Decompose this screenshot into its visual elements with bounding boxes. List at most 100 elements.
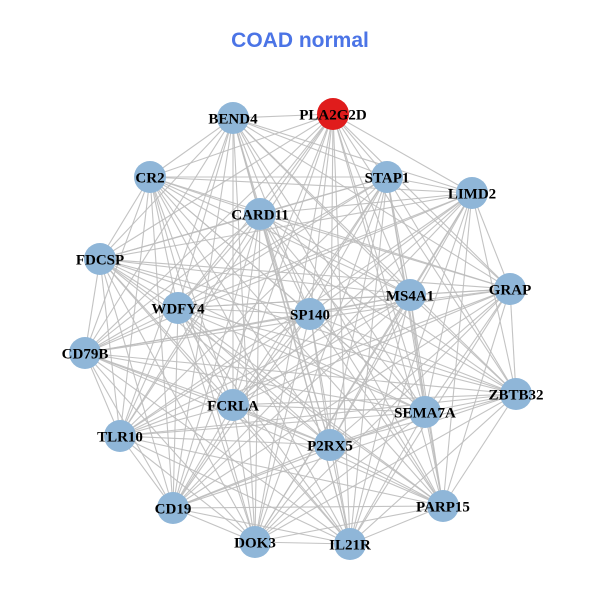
edge-MS4A1-FCRLA [232,294,411,406]
edge-LIMD2-WDFY4 [177,192,473,309]
edge-FCRLA-P2RX5 [232,404,331,446]
edge-MS4A1-ZBTB32 [409,294,517,395]
edge-CR2-DOK3 [149,176,256,543]
edge-BEND4-STAP1 [232,117,388,178]
edge-CR2-WDFY4 [149,176,179,309]
node-label-LIMD2: LIMD2 [448,186,496,202]
node-label-ZBTB32: ZBTB32 [488,387,543,403]
edge-CR2-MS4A1 [149,176,411,296]
edge-PLA2G2D-LIMD2 [332,113,473,194]
edge-CR2-TLR10 [119,176,151,437]
node-label-IL21R: IL21R [329,537,371,553]
node-circle-LIMD2 [456,177,488,209]
edge-LIMD2-SEMA7A [424,192,473,413]
edge-WDFY4-DOK3 [177,307,256,543]
node-label-WDFY4: WDFY4 [151,301,205,317]
edge-STAP1-GRAP [386,176,511,290]
node-label-FDCSP: FDCSP [76,252,124,268]
edge-FCRLA-DOK3 [232,404,256,543]
edge-CR2-CD19 [149,176,174,509]
edge-CR2-ZBTB32 [149,176,517,395]
edge-P2RX5-DOK3 [254,444,331,543]
edge-STAP1-WDFY4 [177,176,388,309]
edge-ZBTB32-TLR10 [119,393,517,437]
edge-FDCSP-SEMA7A [99,258,426,413]
edge-LIMD2-PARP15 [442,192,473,507]
node-label-CARD11: CARD11 [231,207,289,223]
node-circle-BEND4 [217,102,249,134]
edge-LIMD2-CD19 [172,192,473,509]
node-label-MS4A1: MS4A1 [386,288,434,304]
edge-MS4A1-IL21R [349,294,411,545]
edge-CARD11-FCRLA [232,213,261,406]
node-circle-TLR10 [104,420,136,452]
edge-LIMD2-GRAP [471,192,511,290]
edge-BEND4-FDCSP [99,117,234,260]
edge-CD79B-FCRLA [84,352,234,406]
edge-GRAP-CD19 [172,288,511,509]
node-circle-FCRLA [217,389,249,421]
node-circle-DOK3 [239,526,271,558]
edge-FDCSP-DOK3 [99,258,256,543]
edge-SEMA7A-TLR10 [119,411,426,437]
nodes-layer [69,98,532,560]
edge-FDCSP-CD19 [99,258,174,509]
edge-CD79B-SEMA7A [84,352,426,413]
edge-CARD11-CD79B [84,213,261,354]
edge-PLA2G2D-P2RX5 [329,113,334,446]
node-circle-GRAP [494,273,526,305]
node-label-DOK3: DOK3 [234,535,276,551]
node-label-SEMA7A: SEMA7A [394,405,456,421]
edge-LIMD2-IL21R [349,192,473,545]
edge-BEND4-TLR10 [119,117,234,437]
node-label-STAP1: STAP1 [365,170,410,186]
edge-MS4A1-P2RX5 [329,294,411,446]
edge-CARD11-FDCSP [99,213,261,260]
edge-TLR10-IL21R [119,435,351,545]
edge-LIMD2-FDCSP [99,192,473,260]
edge-CD79B-P2RX5 [84,352,331,446]
node-label-GRAP: GRAP [489,282,532,298]
edge-CR2-LIMD2 [149,176,473,194]
edge-FDCSP-FCRLA [99,258,234,406]
edge-FCRLA-CD19 [172,404,234,509]
node-circle-SEMA7A [409,396,441,428]
edge-CARD11-SP140 [259,213,311,315]
edge-STAP1-FCRLA [232,176,388,406]
edge-FDCSP-GRAP [99,258,511,290]
edge-PLA2G2D-TLR10 [119,113,334,437]
edge-TLR10-PARP15 [119,435,444,507]
edge-FCRLA-TLR10 [119,404,234,437]
edge-WDFY4-PARP15 [177,307,444,507]
edge-P2RX5-PARP15 [329,444,444,507]
edge-FCRLA-SEMA7A [232,404,426,413]
edge-GRAP-PARP15 [442,288,511,507]
edge-PLA2G2D-CARD11 [259,113,334,215]
edge-LIMD2-FCRLA [232,192,473,406]
edge-CD79B-ZBTB32 [84,352,517,395]
edge-IL21R-PARP15 [349,505,444,545]
edge-CARD11-IL21R [259,213,351,545]
edge-WDFY4-CD79B [84,307,179,354]
node-circle-MS4A1 [394,279,426,311]
edge-CR2-IL21R [149,176,351,545]
node-circle-IL21R [334,528,366,560]
edge-SP140-TLR10 [119,313,311,437]
edge-GRAP-ZBTB32 [509,288,517,395]
edge-STAP1-CD19 [172,176,388,509]
edge-CD79B-PARP15 [84,352,444,507]
edge-STAP1-PARP15 [386,176,444,507]
edge-STAP1-DOK3 [254,176,388,543]
node-circle-CD19 [157,492,189,524]
edge-PLA2G2D-IL21R [332,113,351,545]
edge-LIMD2-ZBTB32 [471,192,517,395]
edge-PLA2G2D-PARP15 [332,113,444,507]
edge-STAP1-SP140 [309,176,388,315]
edge-PLA2G2D-SP140 [309,113,334,315]
edge-CARD11-SEMA7A [259,213,426,413]
node-label-FCRLA: FCRLA [207,398,259,414]
node-label-CD19: CD19 [155,501,192,517]
edge-GRAP-FCRLA [232,288,511,406]
